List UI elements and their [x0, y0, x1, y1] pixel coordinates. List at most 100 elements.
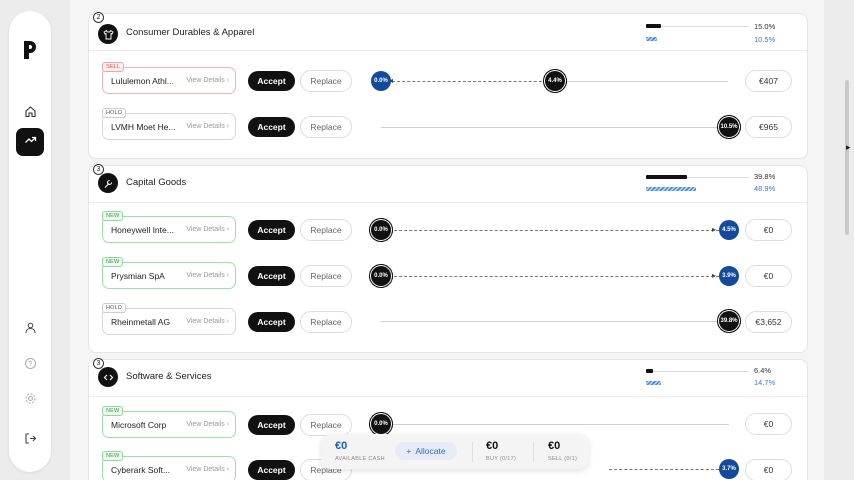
accept-button[interactable]: Accept	[248, 312, 295, 332]
holding-name: Rheinmetall AG	[111, 317, 171, 327]
arrow-right-icon: ▸	[712, 225, 717, 234]
target-weight-dot: 3.7%	[719, 459, 739, 479]
accept-button[interactable]: Accept	[248, 117, 295, 137]
nav-settings[interactable]	[16, 387, 44, 415]
category-rank: 3	[93, 358, 104, 369]
view-details-link[interactable]: View Details ›	[186, 123, 229, 130]
svg-text:?: ?	[28, 361, 32, 368]
view-details-link[interactable]: View Details ›	[186, 318, 229, 325]
current-weight-pct: 6.4%	[754, 366, 772, 375]
current-weight-bar	[646, 24, 749, 28]
app-logo[interactable]	[22, 40, 38, 65]
view-details-link[interactable]: View Details ›	[186, 421, 229, 428]
sell-count-label: SELL (0/1)	[548, 456, 578, 462]
holding-name: LVMH Moet He...	[111, 122, 176, 132]
holding-card[interactable]: HOLD Rheinmetall AG View Details ›	[102, 303, 236, 335]
holding-name: Microsoft Corp	[111, 420, 167, 430]
view-details-link[interactable]: View Details ›	[186, 226, 229, 233]
target-weight-pct: 10.5%	[754, 35, 776, 44]
replace-button[interactable]: Replace	[300, 265, 352, 287]
holding-name: Cyberark Soft...	[111, 465, 171, 475]
allocation-track	[381, 127, 721, 128]
available-cash-label: AVAILABLE CASH	[335, 456, 385, 462]
category-header: 3 Software & Services 6.4% 14.7%	[89, 358, 807, 397]
sidebar: ?	[9, 11, 51, 472]
position-value: €0	[745, 413, 792, 435]
current-weight-dot: 0.0%	[369, 264, 393, 288]
status-badge: HOLD	[102, 108, 127, 118]
home-icon	[24, 105, 37, 123]
holding-card[interactable]: NEW Honeywell Inte... View Details ›	[102, 211, 236, 243]
current-weight-dot: 0.0%	[369, 218, 393, 242]
replace-button[interactable]: Replace	[300, 219, 352, 241]
allocate-button[interactable]: + Allocate	[395, 442, 457, 460]
logout-icon	[24, 432, 37, 450]
trending-up-icon	[24, 133, 37, 151]
status-badge: NEW	[102, 451, 124, 461]
category-card-consumer-durables: 2 Consumer Durables & Apparel 15.0% 10.5…	[88, 12, 808, 159]
target-weight-bar	[646, 37, 749, 41]
current-weight-pct: 15.0%	[754, 22, 776, 31]
cash-summary-bar: €0 AVAILABLE CASH + Allocate €0 BUY (0/1…	[321, 434, 589, 469]
replace-button[interactable]: Replace	[300, 70, 352, 92]
accept-button[interactable]: Accept	[248, 460, 295, 480]
help-icon: ?	[24, 357, 37, 375]
view-details-link[interactable]: View Details ›	[186, 272, 229, 279]
category-card-capital-goods: 3 Capital Goods 39.8% 48.9% NEW Honeywel…	[88, 164, 808, 353]
user-icon	[24, 321, 37, 339]
target-weight-dot: 4.5%	[719, 220, 739, 240]
wrench-icon	[98, 173, 118, 193]
holding-card[interactable]: NEW Cyberark Soft... View Details ›	[102, 451, 236, 480]
accept-button[interactable]: Accept	[248, 415, 295, 435]
current-weight-bar	[646, 369, 749, 373]
status-badge: HOLD	[102, 303, 127, 313]
target-weight-dot: 0.0%	[371, 71, 391, 91]
current-weight-dot: 39.8%	[717, 309, 741, 333]
holding-card[interactable]: HOLD LVMH Moet He... View Details ›	[102, 108, 236, 140]
category-title: Capital Goods	[126, 177, 187, 188]
accept-button[interactable]: Accept	[248, 220, 295, 240]
holding-card[interactable]: SELL Lululemon Athl... View Details ›	[102, 62, 236, 94]
view-details-link[interactable]: View Details ›	[186, 466, 229, 473]
current-weight-dot: 0.0%	[369, 412, 393, 436]
target-weight-pct: 14.7%	[754, 378, 776, 387]
allocation-track	[389, 424, 729, 425]
plus-icon: +	[406, 446, 412, 456]
status-badge: NEW	[102, 211, 124, 221]
replace-button[interactable]: Replace	[300, 414, 352, 436]
category-header: 2 Consumer Durables & Apparel 15.0% 10.5…	[89, 12, 807, 51]
main-content: 2 Consumer Durables & Apparel 15.0% 10.5…	[70, 0, 824, 480]
accept-button[interactable]: Accept	[248, 266, 295, 286]
holding-card[interactable]: NEW Prysmian SpA View Details ›	[102, 257, 236, 289]
allocation-change-line	[609, 469, 719, 470]
replace-button[interactable]: Replace	[300, 311, 352, 333]
nav-profile[interactable]	[16, 316, 44, 344]
position-value: €0	[745, 265, 792, 287]
position-value: €3,652	[745, 311, 792, 333]
nav-help[interactable]: ?	[16, 352, 44, 380]
position-value: €407	[745, 70, 792, 92]
position-value: €0	[745, 219, 792, 241]
view-details-link[interactable]: View Details ›	[186, 77, 229, 84]
arrow-right-icon: ▸	[712, 271, 717, 280]
status-badge: NEW	[102, 257, 124, 267]
available-cash-value: €0	[335, 440, 348, 452]
target-weight-dot: 3.9%	[719, 266, 739, 286]
current-weight-dot: 4.4%	[543, 69, 567, 93]
accept-button[interactable]: Accept	[248, 71, 295, 91]
arrow-left-icon: ◂	[389, 76, 394, 85]
page-scrollbar[interactable]	[845, 80, 849, 235]
holding-name: Prysmian SpA	[111, 271, 165, 281]
nav-logout[interactable]	[16, 427, 44, 455]
holding-name: Lululemon Athl...	[111, 76, 174, 86]
category-header: 3 Capital Goods 39.8% 48.9%	[89, 164, 807, 203]
divider	[533, 442, 534, 462]
allocation-track	[548, 81, 728, 82]
replace-button[interactable]: Replace	[300, 116, 352, 138]
holding-card[interactable]: NEW Microsoft Corp View Details ›	[102, 406, 236, 438]
category-title: Software & Services	[126, 371, 212, 382]
nav-home[interactable]	[16, 100, 44, 128]
category-rank: 3	[93, 164, 104, 175]
target-weight-bar	[646, 187, 749, 191]
nav-portfolio[interactable]	[16, 128, 44, 156]
